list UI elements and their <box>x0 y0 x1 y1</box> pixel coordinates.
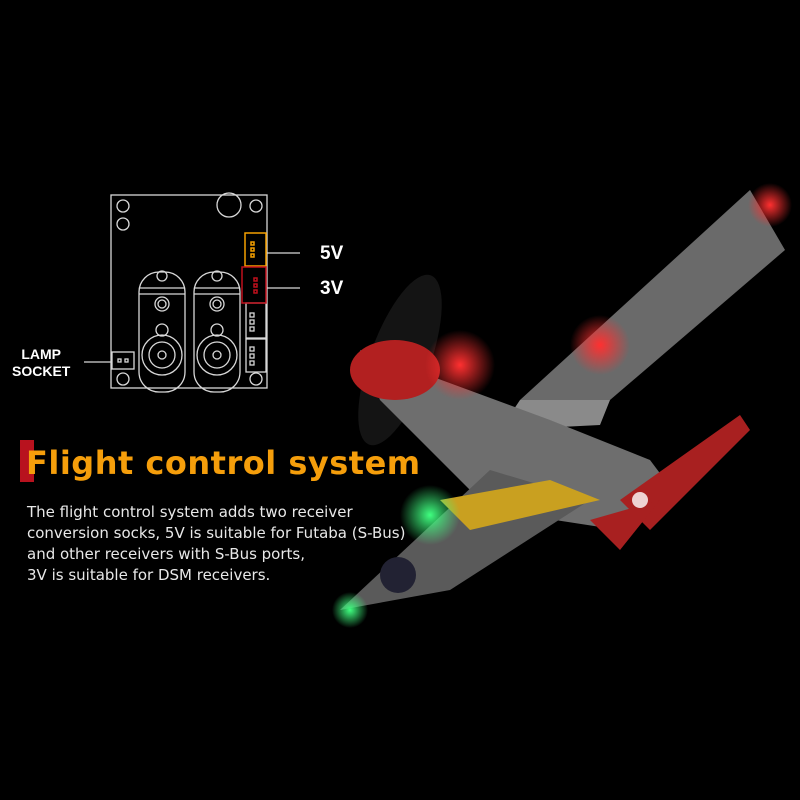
3v-socket <box>241 266 267 304</box>
flight-controller-diagram <box>84 192 300 393</box>
board-outline <box>110 194 268 389</box>
description: The flight control system adds two recei… <box>27 502 427 586</box>
description-line: conversion socks, 5V is suitable for Fut… <box>27 524 406 542</box>
description-line: and other receivers with S-Bus ports, <box>27 545 305 563</box>
5v-socket <box>244 232 267 267</box>
lamp-socket-label-line1: LAMP <box>21 346 61 362</box>
servo-left <box>138 270 186 393</box>
rc-plane-photo <box>332 183 792 628</box>
lamp-socket-label-line2: SOCKET <box>12 363 71 379</box>
servo-right <box>193 270 241 393</box>
lamp-socket <box>111 351 135 370</box>
description-line: The flight control system adds two recei… <box>27 503 353 521</box>
3v-label: 3V <box>320 278 344 299</box>
description-line: 3V is suitable for DSM receivers. <box>27 566 271 584</box>
lamp-socket-label: LAMP SOCKET <box>12 346 70 380</box>
title-accent-bar <box>20 440 34 482</box>
section-title: Flight control system <box>26 444 421 482</box>
5v-label: 5V <box>320 243 344 264</box>
